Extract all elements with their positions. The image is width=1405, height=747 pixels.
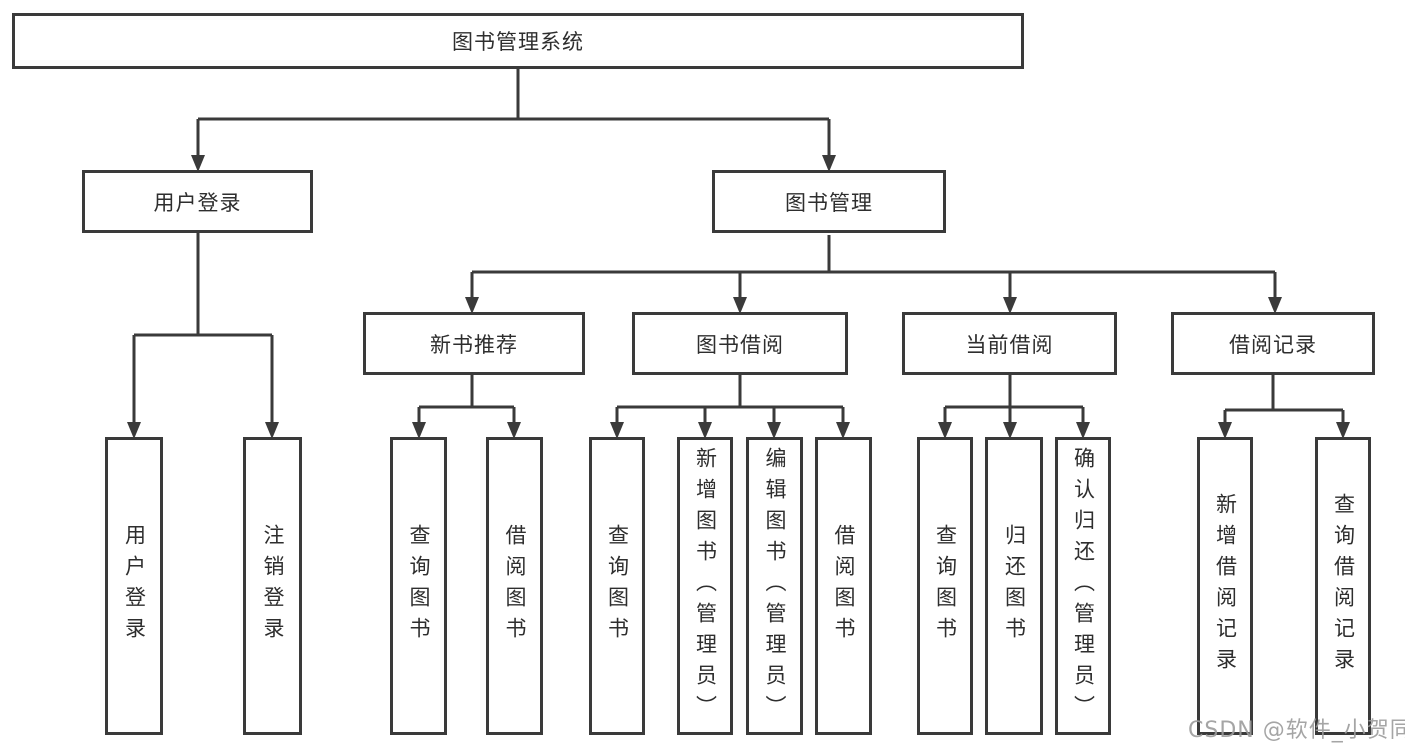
leaf-label: 新增图书（管理员） <box>693 446 718 726</box>
node-leaf-add-books-admin: 新增图书（管理员） <box>677 437 733 735</box>
leaf-label: 查询图书 <box>407 524 431 648</box>
leaf-label: 借阅图书 <box>832 524 856 648</box>
node-leaf-user-login: 用户登录 <box>105 437 163 735</box>
node-leaf-confirm-return-admin: 确认归还（管理员） <box>1055 437 1111 735</box>
leaf-label: 查询图书 <box>933 524 958 648</box>
leaf-label: 归还图书 <box>1002 524 1027 648</box>
leaf-label: 借阅图书 <box>503 524 527 648</box>
leaf-label: 注销登录 <box>261 524 285 648</box>
leaf-label: 用户登录 <box>122 524 147 648</box>
node-book-borrowing: 图书借阅 <box>632 312 848 375</box>
node-book-management-branch: 图书管理 <box>712 170 946 233</box>
node-leaf-query-books-recommend: 查询图书 <box>390 437 447 735</box>
node-leaf-query-borrow-record: 查询借阅记录 <box>1315 437 1371 735</box>
node-leaf-query-books-current: 查询图书 <box>917 437 973 735</box>
leaf-label: 查询图书 <box>605 524 630 648</box>
node-leaf-add-borrow-record: 新增借阅记录 <box>1197 437 1253 735</box>
leaf-label: 查询借阅记录 <box>1331 493 1356 679</box>
node-new-book-recommend: 新书推荐 <box>363 312 585 375</box>
node-leaf-return-books: 归还图书 <box>985 437 1043 735</box>
node-leaf-query-books-borrowing: 查询图书 <box>589 437 645 735</box>
node-borrow-records: 借阅记录 <box>1171 312 1375 375</box>
watermark: CSDN @软件_小贺同学 <box>1188 718 1405 743</box>
node-leaf-borrow-books-borrowing: 借阅图书 <box>815 437 872 735</box>
node-root: 图书管理系统 <box>12 13 1024 69</box>
node-user-login-branch: 用户登录 <box>82 170 313 233</box>
arrowheads <box>127 155 1350 439</box>
leaf-label: 确认归还（管理员） <box>1071 446 1096 726</box>
node-leaf-borrow-books-recommend: 借阅图书 <box>486 437 543 735</box>
leaf-label: 新增借阅记录 <box>1213 493 1238 679</box>
node-leaf-logout: 注销登录 <box>243 437 302 735</box>
node-leaf-edit-books-admin: 编辑图书（管理员） <box>746 437 803 735</box>
leaf-label: 编辑图书（管理员） <box>763 446 787 726</box>
node-current-borrowing: 当前借阅 <box>902 312 1117 375</box>
